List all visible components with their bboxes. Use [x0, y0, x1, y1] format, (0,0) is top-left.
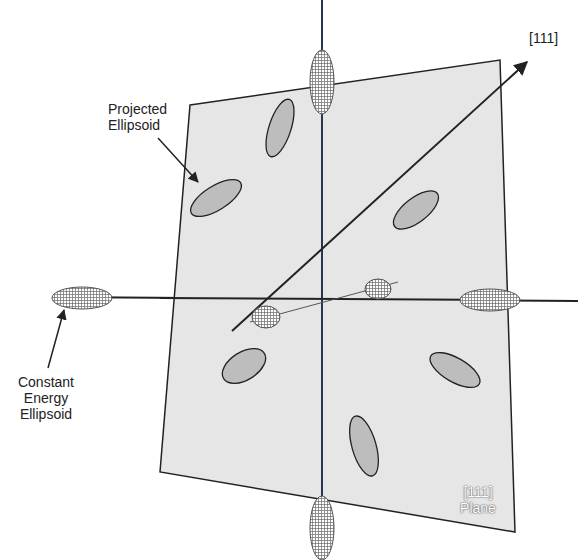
leader-arrow: [48, 310, 64, 368]
projected-ellipse: [216, 341, 272, 390]
projected-ellipse: [185, 172, 247, 223]
energy-ellipsoid: [310, 496, 334, 560]
energy-ellipsoid: [365, 279, 391, 299]
direction-arrow: [232, 62, 527, 331]
callout-label: Projected Ellipsoid: [108, 101, 200, 133]
energy-ellipsoid: [52, 287, 112, 309]
projected-ellipse: [387, 184, 444, 236]
energy-ellipsoid: [310, 50, 334, 114]
projected-ellipse: [260, 96, 299, 160]
callout-label: Constant Energy Ellipsoid: [4, 374, 88, 422]
direction-label: [111]: [529, 30, 575, 46]
plane-label: [111] Plane: [452, 484, 504, 516]
projected-ellipse: [425, 346, 485, 395]
energy-ellipsoid: [252, 306, 280, 328]
energy-ellipsoid: [460, 289, 520, 311]
leader-arrow: [158, 138, 198, 182]
projected-ellipse: [344, 413, 384, 479]
axis-line: [321, 108, 323, 510]
